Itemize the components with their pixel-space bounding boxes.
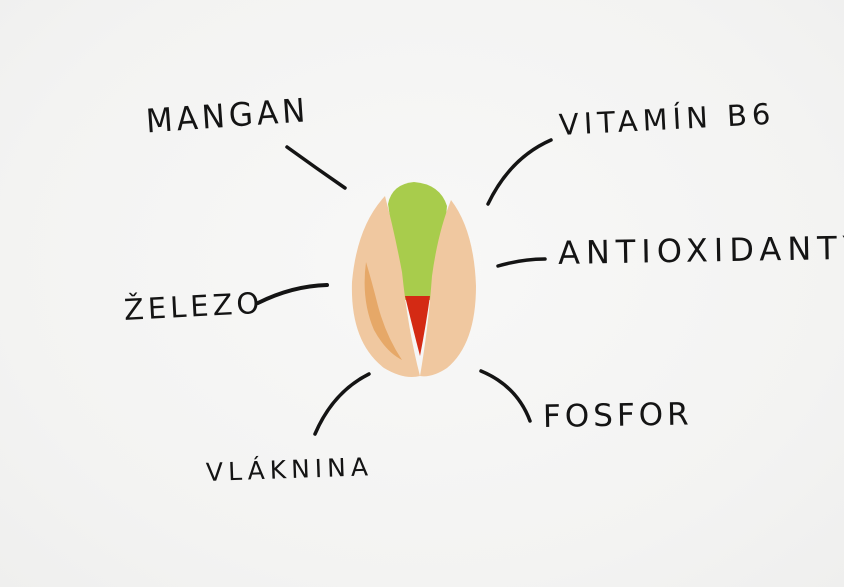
connector-vitamin-b6 xyxy=(486,138,553,206)
pistachio-kernel-red xyxy=(405,296,430,356)
pistachio-shell-right xyxy=(420,200,476,377)
pistachio-illustration xyxy=(351,182,476,377)
label-vlaknina: VLÁKNINA xyxy=(205,452,374,487)
connector-fosfor xyxy=(479,369,532,423)
connector-vlaknina xyxy=(313,372,371,436)
connector-antioxidanty xyxy=(496,257,547,268)
label-antioxidanty: ANTIOXIDANTY xyxy=(557,228,844,272)
connector-mangan xyxy=(285,145,347,190)
pistachio-kernel-green xyxy=(388,182,447,300)
connector-zelezo xyxy=(256,283,329,305)
pistachio-shell-left xyxy=(351,196,420,377)
label-fosfor: FOSFOR xyxy=(542,396,693,435)
pistachio-shell-shadow xyxy=(364,262,402,360)
label-zelezo: ŽELEZO xyxy=(123,285,265,327)
